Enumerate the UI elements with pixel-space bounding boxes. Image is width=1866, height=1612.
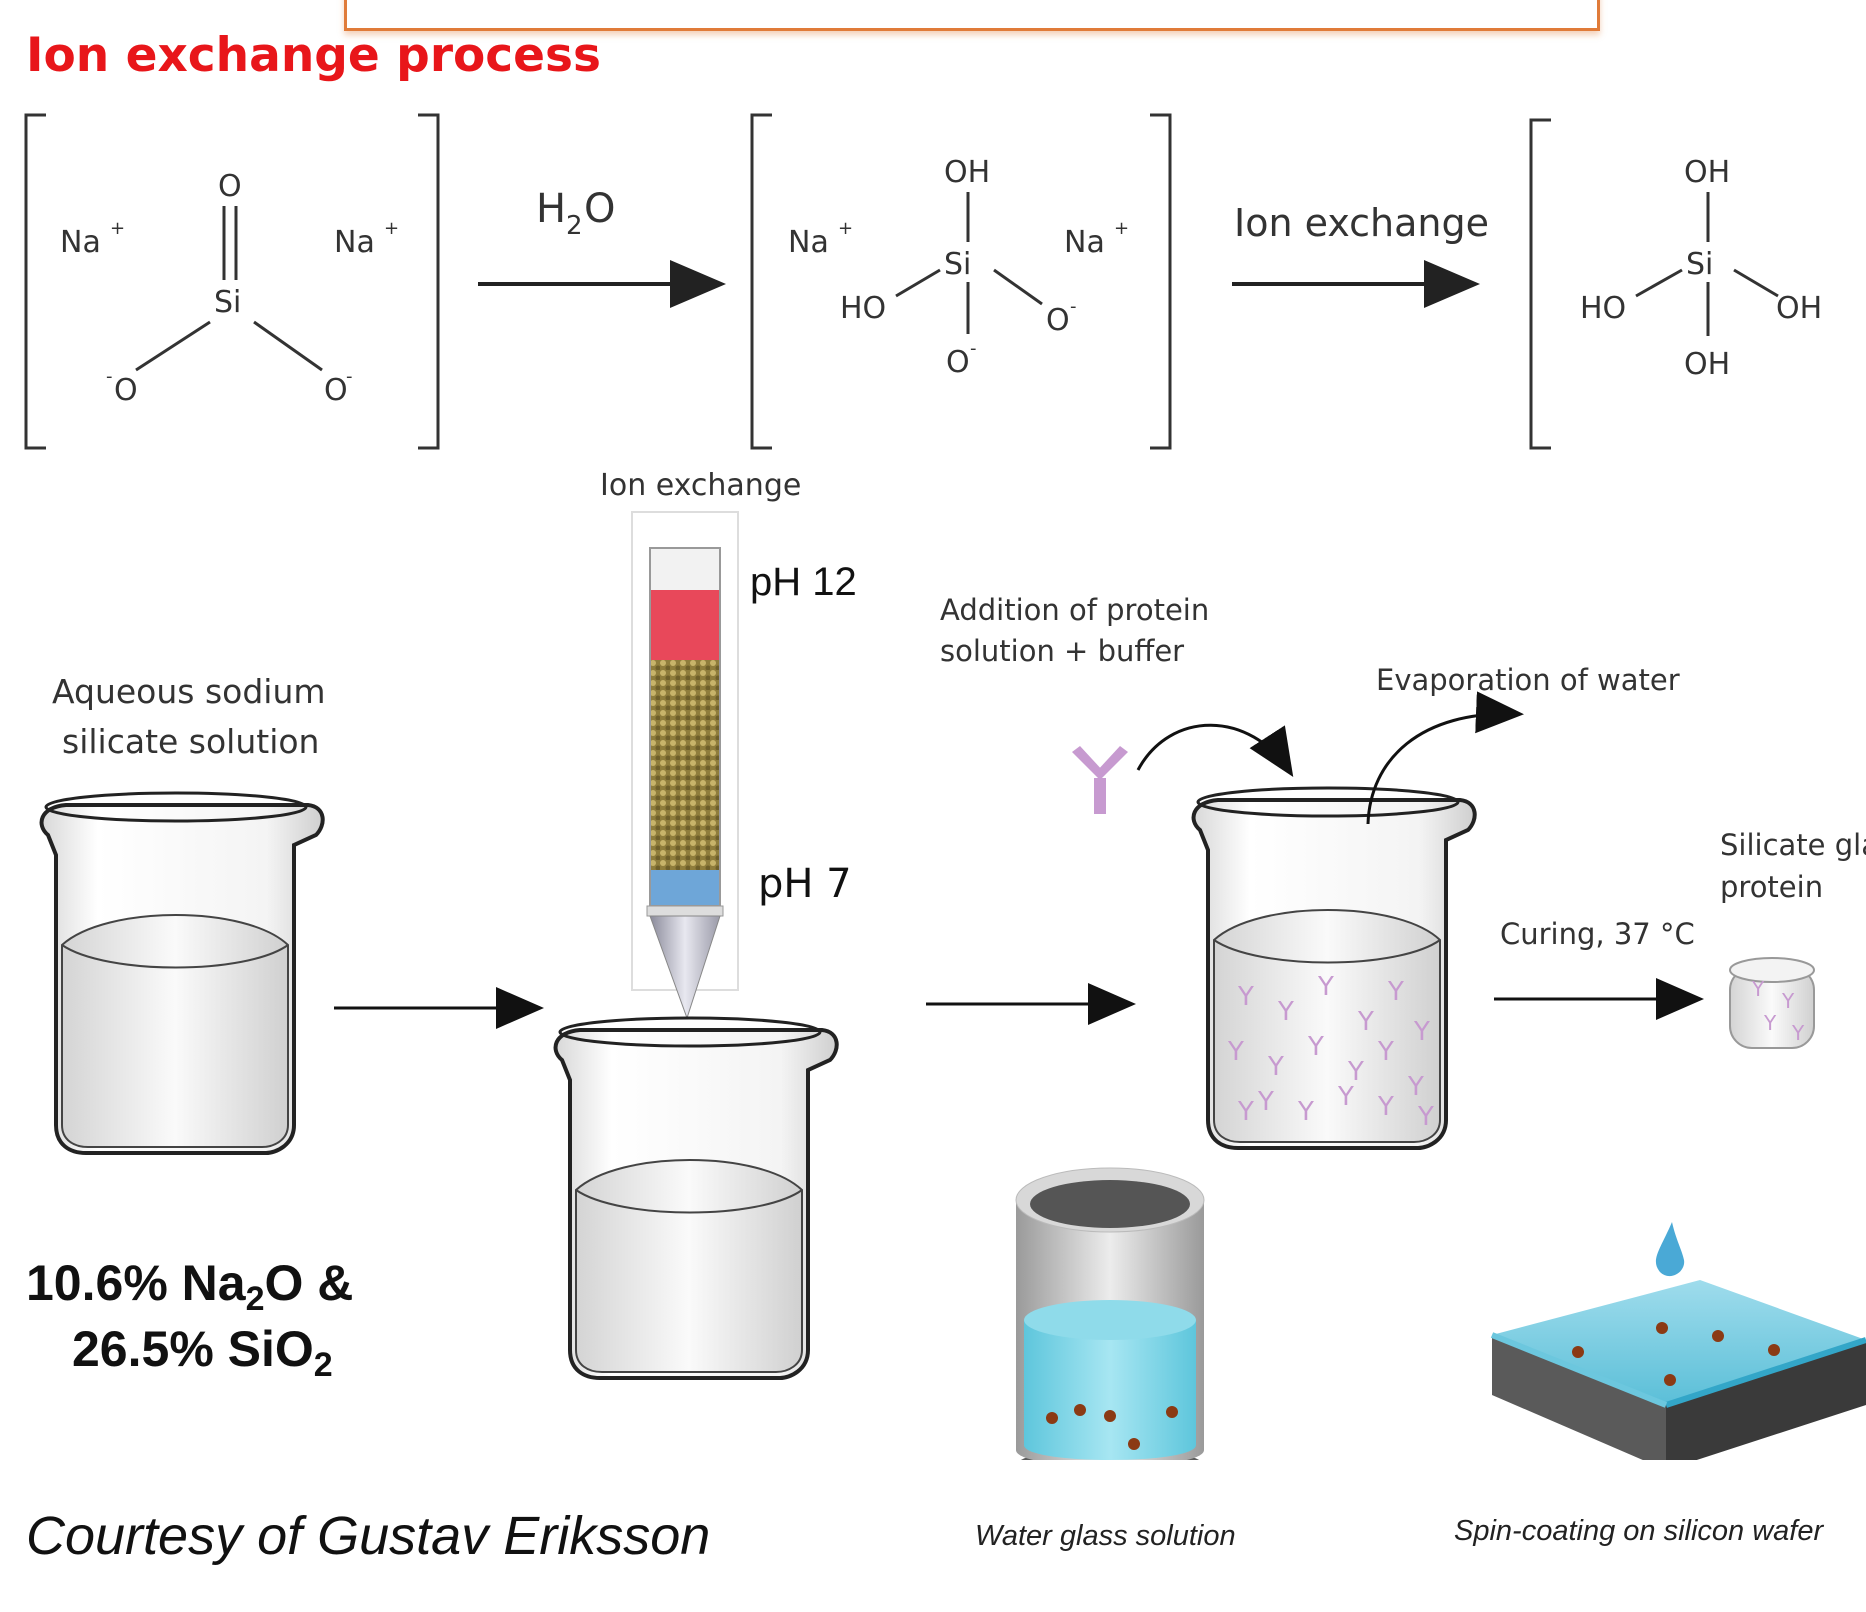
column-label: Ion exchange xyxy=(600,468,801,503)
svg-text:Y: Y xyxy=(1267,1052,1284,1082)
svg-text:Ion exchange: Ion exchange xyxy=(1234,201,1489,245)
svg-text:+: + xyxy=(384,218,399,239)
ph-bottom-label: pH 7 xyxy=(758,861,852,907)
svg-text:Y: Y xyxy=(1781,989,1795,1013)
beaker-sodium-silicate xyxy=(39,791,325,1155)
svg-text:Na: Na xyxy=(1064,225,1105,260)
svg-text:Y: Y xyxy=(1791,1021,1805,1045)
svg-text:Y: Y xyxy=(1347,1057,1364,1087)
composition-text: 10.6% Na2O & 26.5% SiO2 xyxy=(26,1255,354,1384)
svg-text:Y: Y xyxy=(1407,1072,1424,1102)
svg-text:Y: Y xyxy=(1413,1017,1430,1047)
droplet-icon xyxy=(1655,1222,1685,1277)
water-glass-caption: Water glass solution xyxy=(975,1520,1236,1552)
svg-text:Y: Y xyxy=(1307,1032,1324,1062)
svg-text:Y: Y xyxy=(1387,977,1404,1007)
sodium-silicate-label-2: silicate solution xyxy=(62,722,319,761)
silicon-wafer xyxy=(1490,1280,1866,1460)
svg-text:O: O xyxy=(324,373,348,408)
svg-text:-: - xyxy=(346,366,353,387)
svg-text:OH: OH xyxy=(1776,291,1822,326)
svg-text:O: O xyxy=(1046,303,1070,338)
ph-top-label: pH 12 xyxy=(750,560,857,604)
svg-text:Y: Y xyxy=(1763,1011,1777,1035)
column-red-layer xyxy=(650,590,720,660)
svg-text:OH: OH xyxy=(1684,347,1730,382)
protein-label-2: solution + buffer xyxy=(940,634,1184,668)
courtesy-text: Courtesy of Gustav Eriksson xyxy=(26,1506,711,1566)
svg-text:Y: Y xyxy=(1237,1097,1254,1127)
protein-label-1: Addition of protein xyxy=(940,593,1209,627)
svg-text:-: - xyxy=(1070,296,1077,317)
molecule-intermediate: Na + Na + OH Si HO O - O - xyxy=(788,155,1129,380)
spin-coating-caption: Spin-coating on silicon wafer xyxy=(1454,1515,1824,1547)
process-diagram: Ion exchange pH 12 pH 7 Aqueous sodium s… xyxy=(39,468,1866,1460)
molecule-sodium-silicate: Na + Na + O Si - O O - xyxy=(60,169,399,408)
antibody-icon xyxy=(1072,746,1128,814)
svg-text:Y: Y xyxy=(1377,1092,1394,1122)
na-label-1: Na xyxy=(60,225,101,260)
svg-text:Y: Y xyxy=(1337,1082,1354,1112)
silicate-glass-label-1: Silicate gla xyxy=(1720,828,1866,862)
na-label-2: Na xyxy=(334,225,375,260)
svg-text:OH: OH xyxy=(944,155,990,190)
svg-text:Y: Y xyxy=(1377,1037,1394,1067)
molecule-silicic-acid: OH Si HO OH OH xyxy=(1580,155,1822,382)
svg-text:Si: Si xyxy=(1686,247,1713,282)
silicon-1: Si xyxy=(214,285,241,320)
svg-text:Y: Y xyxy=(1237,982,1254,1012)
section-title: Ion exchange process xyxy=(26,28,601,83)
protein-addition-arrow xyxy=(1136,723,1294,778)
svg-text:Y: Y xyxy=(1357,1007,1374,1037)
svg-text:H: H xyxy=(536,186,566,232)
silicate-glass-label-2: protein xyxy=(1720,870,1823,904)
svg-text:O: O xyxy=(946,345,970,380)
svg-text:Y: Y xyxy=(1257,1087,1274,1117)
oxygen-top: O xyxy=(218,169,242,204)
title-banner xyxy=(344,0,1600,31)
svg-text:Na: Na xyxy=(788,225,829,260)
ion-exchange-column xyxy=(646,547,724,1020)
svg-text:+: + xyxy=(1114,218,1129,239)
svg-text:Y: Y xyxy=(1277,997,1294,1027)
svg-text:Y: Y xyxy=(1297,1097,1314,1127)
arrow-ion-exchange: Ion exchange xyxy=(1232,201,1489,308)
column-tip xyxy=(649,915,721,1020)
svg-text:2: 2 xyxy=(566,211,583,241)
svg-text:-: - xyxy=(106,366,113,387)
column-resin xyxy=(650,660,720,870)
sodium-silicate-label-1: Aqueous sodium xyxy=(52,672,326,711)
bracket-left-2 xyxy=(750,113,772,450)
svg-text:Y: Y xyxy=(1751,977,1765,1001)
svg-text:+: + xyxy=(110,218,125,239)
svg-text:Y: Y xyxy=(1227,1037,1244,1067)
bracket-left-3 xyxy=(1529,118,1551,450)
evaporation-label: Evaporation of water xyxy=(1376,663,1680,697)
evaporation-arrow xyxy=(1366,691,1524,825)
svg-text:Y: Y xyxy=(1417,1102,1434,1132)
beaker-after-column xyxy=(553,1016,839,1380)
bracket-left-1 xyxy=(24,113,46,450)
svg-text:Si: Si xyxy=(944,247,971,282)
svg-text:+: + xyxy=(838,218,853,239)
svg-text:HO: HO xyxy=(840,291,886,326)
svg-text:HO: HO xyxy=(1580,291,1626,326)
curing-label: Curing, 37 °C xyxy=(1500,917,1695,951)
arrow-hydration: H 2 O xyxy=(478,186,726,308)
svg-text:-: - xyxy=(970,338,977,359)
reaction-scheme: Na + Na + O Si - O O - H 2 O Na + Na + O… xyxy=(24,113,1822,450)
svg-text:O: O xyxy=(584,186,615,232)
water-glass-cup xyxy=(1015,1167,1205,1460)
svg-text:Y: Y xyxy=(1317,972,1334,1002)
svg-text:O: O xyxy=(114,373,138,408)
bracket-right-1 xyxy=(418,113,440,450)
column-blue-layer xyxy=(650,870,720,906)
bracket-right-2 xyxy=(1150,113,1172,450)
svg-text:OH: OH xyxy=(1684,155,1730,190)
